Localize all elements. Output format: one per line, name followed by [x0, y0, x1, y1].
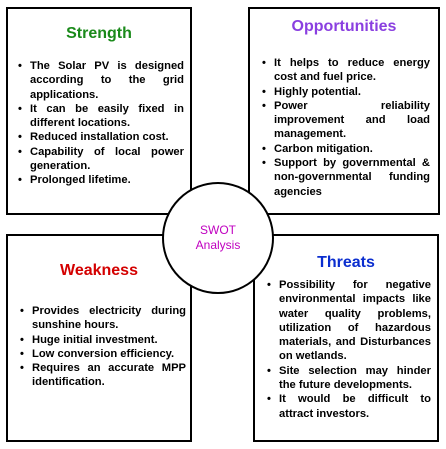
list-item: •Reduced installation cost.	[18, 131, 169, 144]
list-item: •The Solar PV is designed according to t…	[18, 60, 184, 101]
list-item: •Provides electricity during sunshine ho…	[20, 305, 186, 332]
bullet-icon: •	[267, 393, 271, 406]
bullet-icon: •	[262, 99, 266, 112]
list-item: •Carbon mitigation.	[262, 142, 373, 155]
weakness-title: Weakness	[60, 262, 138, 279]
bullet-icon: •	[18, 131, 22, 144]
bullet-icon: •	[262, 157, 266, 170]
strength-list: •The Solar PV is designed according to t…	[18, 59, 184, 188]
list-item: •Possibility for negative environmental …	[267, 279, 431, 363]
opportunities-title: Opportunities	[291, 18, 397, 35]
list-item: •Requires an accurate MPP identification…	[20, 362, 186, 389]
bullet-icon: •	[18, 102, 22, 115]
list-item: •It helps to reduce energy cost and fuel…	[262, 57, 430, 84]
bullet-icon: •	[20, 347, 24, 360]
weakness-box: Weakness •Provides electricity during su…	[6, 234, 192, 442]
strength-title: Strength	[66, 25, 132, 42]
bullet-icon: •	[18, 60, 22, 72]
bullet-icon: •	[20, 362, 24, 375]
bullet-icon: •	[267, 364, 271, 377]
list-item: •Capability of local power generation.	[18, 145, 184, 173]
list-item: •Support by governmental & non-governmen…	[262, 157, 430, 198]
bullet-icon: •	[262, 85, 266, 98]
opportunities-box: Opportunities •It helps to reduce energy…	[248, 7, 440, 215]
list-item: •Low conversion efficiency.	[20, 347, 175, 360]
bullet-icon: •	[20, 305, 24, 317]
bullet-icon: •	[262, 57, 266, 69]
list-item: •Huge initial investment.	[20, 333, 158, 346]
list-item: •Site selection may hinder the future de…	[267, 364, 431, 392]
bullet-icon: •	[18, 145, 22, 158]
threats-box: Threats •Possibility for negative enviro…	[253, 234, 439, 442]
threats-title: Threats	[317, 254, 375, 271]
bullet-icon: •	[18, 174, 22, 187]
strength-box: Strength •The Solar PV is designed accor…	[6, 7, 192, 215]
list-item: •Highly potential.	[262, 85, 362, 98]
swot-analysis-label: SWOT Analysis	[195, 223, 241, 252]
bullet-icon: •	[20, 333, 24, 346]
weakness-list: •Provides electricity during sunshine ho…	[20, 304, 186, 390]
list-item: •It can be easily fixed in different loc…	[18, 102, 184, 130]
list-item: •Prolonged lifetime.	[18, 174, 131, 187]
opportunities-list: •It helps to reduce energy cost and fuel…	[262, 56, 430, 199]
threats-list: •Possibility for negative environmental …	[267, 278, 431, 421]
swot-analysis-circle: SWOT Analysis	[162, 182, 274, 294]
bullet-icon: •	[262, 142, 266, 155]
list-item: •Power reliability improvement and load …	[262, 99, 430, 141]
bullet-icon: •	[267, 279, 271, 291]
list-item: •It would be difficult to attract invest…	[267, 393, 431, 420]
